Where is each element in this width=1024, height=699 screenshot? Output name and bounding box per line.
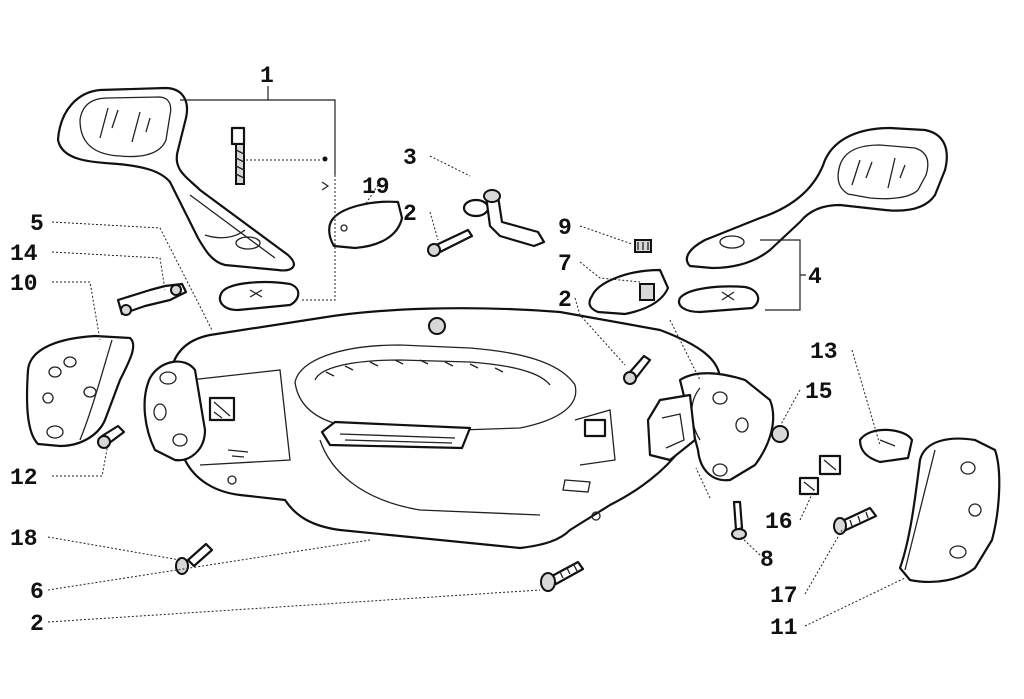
trim-7 xyxy=(588,268,670,316)
left-switch-housing xyxy=(143,360,207,462)
mirror-screw-assembly xyxy=(230,126,330,191)
callout-14: 14 xyxy=(10,241,38,267)
screw-18 xyxy=(175,542,214,575)
callout-4: 4 xyxy=(808,264,822,290)
switch-16 xyxy=(798,454,842,496)
callout-15: 15 xyxy=(805,379,833,405)
callout-17: 17 xyxy=(770,583,798,609)
callout-8: 8 xyxy=(760,547,774,573)
callout-9: 9 xyxy=(558,215,572,241)
callout-2-mid: 2 xyxy=(558,287,572,313)
callout-11: 11 xyxy=(770,615,798,641)
left-end-cover xyxy=(25,334,135,448)
callout-18: 18 xyxy=(10,526,38,552)
clamp-13 xyxy=(858,428,914,464)
right-switch-housing xyxy=(646,372,775,482)
callout-3: 3 xyxy=(403,145,417,171)
callout-5: 5 xyxy=(30,211,44,237)
bracket-3 xyxy=(462,189,546,248)
callout-16: 16 xyxy=(765,509,793,535)
callout-13: 13 xyxy=(810,339,838,365)
left-mirror xyxy=(56,86,300,312)
washer-15 xyxy=(771,425,789,443)
screw-2-bottom xyxy=(540,560,585,592)
callout-2-bottom: 2 xyxy=(30,611,44,637)
callout-6: 6 xyxy=(30,579,44,605)
plate-19 xyxy=(328,200,404,250)
callout-12: 12 xyxy=(10,465,38,491)
screw-2-mid xyxy=(623,354,652,385)
callout-10: 10 xyxy=(10,271,38,297)
leader-lines xyxy=(47,86,906,627)
screw-17 xyxy=(833,506,878,535)
screw-12 xyxy=(97,424,126,449)
callout-2-top: 2 xyxy=(403,201,417,227)
callout-1: 1 xyxy=(260,63,274,89)
bracket-14 xyxy=(116,282,188,316)
screw-2-top xyxy=(427,228,474,257)
screw-8 xyxy=(731,500,747,540)
clip-9 xyxy=(634,239,652,253)
callout-19: 19 xyxy=(362,174,390,200)
callout-labels: 1 2 2 2 3 4 5 6 7 8 9 10 11 12 13 14 15 … xyxy=(10,63,838,641)
handlebar-cover xyxy=(168,307,722,550)
callout-7: 7 xyxy=(558,251,572,277)
right-mirror xyxy=(677,126,948,314)
right-end-cover xyxy=(898,437,1001,583)
